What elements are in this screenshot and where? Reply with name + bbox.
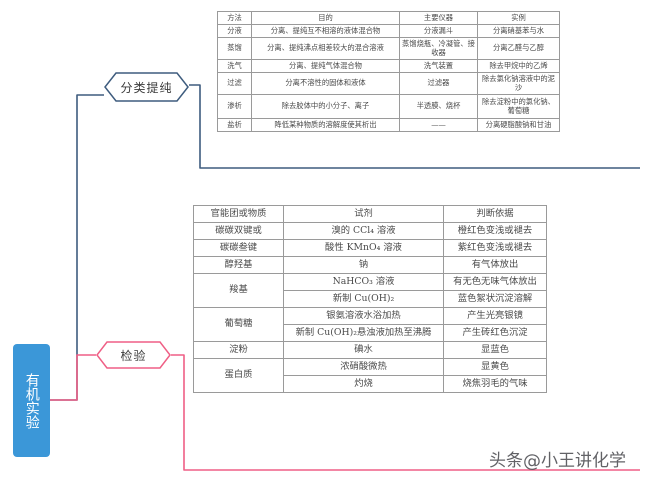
cell-apparatus: —— [399, 118, 478, 132]
table-row: 醇羟基 钠 有气体放出 [193, 256, 547, 274]
cell-basis: 蓝色絮状沉淀溶解 [443, 290, 547, 308]
cell-basis: 有无色无味气体放出 [443, 273, 547, 291]
table-row: 渗析 除去胶体中的小分子、离子 半透膜、烧杯 除去淀粉中的氯化钠、葡萄糖 [217, 94, 560, 119]
cell-reagent: 银氨溶液水浴加热 [283, 307, 444, 325]
cell-reagent: NaHCO₃ 溶液 [283, 273, 444, 291]
watermark-handle: 小王讲化学 [541, 451, 626, 471]
watermark: 头条@小王讲化学 [489, 446, 626, 472]
cell-reagent: 钠 [283, 256, 444, 274]
cell-purpose: 除去胶体中的小分子、离子 [251, 94, 400, 119]
cell-method: 蒸馏 [217, 37, 252, 60]
cell-substance: 碳碳双键或 [193, 222, 284, 240]
column-header-functional-group: 官能团或物质 [193, 205, 284, 223]
cell-reagent: 新制 Cu(OH)₂ [283, 290, 444, 308]
table-row: 淀粉 碘水 显蓝色 [193, 341, 547, 359]
column-header-method: 方法 [217, 11, 252, 25]
cell-basis: 有气体放出 [443, 256, 547, 274]
root-node-label: 有机实验 [23, 372, 40, 429]
cell-method: 盐析 [217, 118, 252, 132]
table-header-row: 方法 目的 主要仪器 实例 [217, 11, 560, 25]
cell-reagent: 酸性 KMnO₄ 溶液 [283, 239, 444, 257]
cell-basis: 产生砖红色沉淀 [443, 324, 547, 342]
cell-example: 除去淀粉中的氯化钠、葡萄糖 [477, 94, 560, 119]
cell-basis: 显黄色 [443, 358, 547, 376]
column-header-reagent: 试剂 [283, 205, 444, 223]
table-row: 洗气 分离、提纯气体混合物 洗气装置 除去甲烷中的乙烯 [217, 59, 560, 73]
cell-basis: 烧焦羽毛的气味 [443, 375, 547, 393]
cell-reagent: 新制 Cu(OH)₂悬浊液加热至沸腾 [283, 324, 444, 342]
cell-substance: 羧基 [193, 273, 284, 308]
table-row: 碳碳叁键 酸性 KMnO₄ 溶液 紫红色变浅或褪去 [193, 239, 547, 257]
cell-purpose: 分离、提纯沸点相差较大的混合溶液 [251, 37, 400, 60]
cell-substance: 淀粉 [193, 341, 284, 359]
cell-purpose: 降低某种物质的溶解度使其析出 [251, 118, 400, 132]
cell-example: 分离硬脂酸钠和甘油 [477, 118, 560, 132]
hexagon-shape-identify [96, 341, 171, 369]
cell-example: 分离硝基苯与水 [477, 24, 560, 38]
branch-label-identify: 检验 [120, 348, 147, 363]
table-purification-methods: 方法 目的 主要仪器 实例 分液 分离、提纯互不相溶的液体混合物 分液漏斗 分离… [217, 11, 560, 132]
watermark-at-symbol: @ [523, 451, 541, 472]
cell-substance: 碳碳叁键 [193, 239, 284, 257]
table-row: 盐析 降低某种物质的溶解度使其析出 —— 分离硬脂酸钠和甘油 [217, 118, 560, 132]
cell-apparatus: 过滤器 [399, 72, 478, 95]
column-header-basis: 判断依据 [443, 205, 547, 223]
cell-substance: 醇羟基 [193, 256, 284, 274]
cell-substance: 蛋白质 [193, 358, 284, 393]
cell-method: 过滤 [217, 72, 252, 95]
table-row: 碳碳双键或 溴的 CCl₄ 溶液 橙红色变浅或褪去 [193, 222, 547, 240]
cell-apparatus: 蒸馏烧瓶、冷凝管、接收器 [399, 37, 478, 60]
cell-apparatus: 分液漏斗 [399, 24, 478, 38]
cell-method: 洗气 [217, 59, 252, 73]
cell-reagent: 溴的 CCl₄ 溶液 [283, 222, 444, 240]
cell-reagent: 灼烧 [283, 375, 444, 393]
cell-purpose: 分离、提纯气体混合物 [251, 59, 400, 73]
cell-apparatus: 洗气装置 [399, 59, 478, 73]
cell-basis: 产生光亮银镜 [443, 307, 547, 325]
table-identification-tests: 官能团或物质 试剂 判断依据 碳碳双键或 溴的 CCl₄ 溶液 橙红色变浅或褪去… [193, 205, 547, 393]
cell-substance: 葡萄糖 [193, 307, 284, 342]
table-row: 分液 分离、提纯互不相溶的液体混合物 分液漏斗 分离硝基苯与水 [217, 24, 560, 38]
root-node-organic-experiment[interactable]: 有机实验 [13, 344, 50, 457]
cell-basis: 显蓝色 [443, 341, 547, 359]
cell-reagent: 浓硝酸微热 [283, 358, 444, 376]
branch-node-classification-purification[interactable]: 分类提纯 [104, 72, 189, 102]
cell-reagent: 碘水 [283, 341, 444, 359]
column-header-purpose: 目的 [251, 11, 400, 25]
cell-example: 除去甲烷中的乙烯 [477, 59, 560, 73]
cell-method: 渗析 [217, 94, 252, 119]
branch-label-purify: 分类提纯 [120, 80, 173, 95]
cell-purpose: 分离不溶性的固体和液体 [251, 72, 400, 95]
table-row: 灼烧 烧焦羽毛的气味 [194, 375, 547, 393]
watermark-platform: 头条 [489, 451, 523, 471]
column-header-apparatus: 主要仪器 [399, 11, 478, 25]
cell-purpose: 分离、提纯互不相溶的液体混合物 [251, 24, 400, 38]
table-row: 羧基 NaHCO₃ 溶液 有无色无味气体放出 [193, 273, 547, 308]
table-row: 蒸馏 分离、提纯沸点相差较大的混合溶液 蒸馏烧瓶、冷凝管、接收器 分离乙醛与乙醇 [217, 37, 560, 60]
cell-basis: 紫红色变浅或褪去 [443, 239, 547, 257]
table-row: 蛋白质 浓硝酸微热 显黄色 [193, 358, 547, 393]
cell-basis: 橙红色变浅或褪去 [443, 222, 547, 240]
cell-method: 分液 [217, 24, 252, 38]
table-row: 葡萄糖 银氨溶液水浴加热 产生光亮银镜 [193, 307, 547, 342]
table-header-row: 官能团或物质 试剂 判断依据 [193, 205, 547, 223]
cell-example: 分离乙醛与乙醇 [477, 37, 560, 60]
cell-apparatus: 半透膜、烧杯 [399, 94, 478, 119]
table-row: 过滤 分离不溶性的固体和液体 过滤器 除去氯化钠溶液中的泥沙 [217, 72, 560, 95]
column-header-example: 实例 [477, 11, 560, 25]
hexagon-shape-purify [104, 72, 189, 102]
branch-node-identification[interactable]: 检验 [96, 341, 171, 369]
cell-example: 除去氯化钠溶液中的泥沙 [477, 72, 560, 95]
